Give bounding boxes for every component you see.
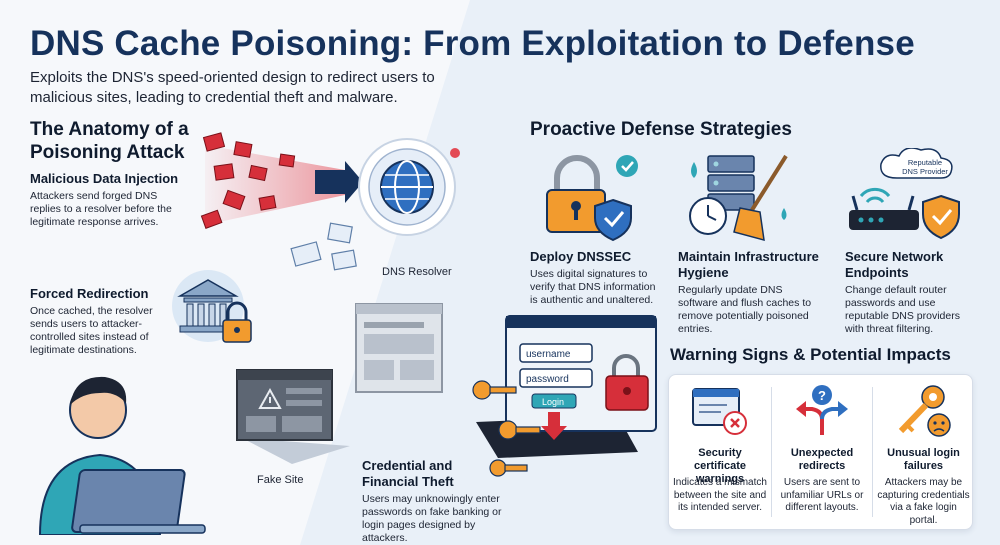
warning-redirects: ? Unexpected redirects Users are sent to… bbox=[772, 375, 872, 531]
injection-text: Attackers send forged DNS replies to a r… bbox=[30, 190, 172, 228]
certificate-warning-icon bbox=[692, 388, 747, 435]
redirects-text: Users are sent to unfamiliar URLs or dif… bbox=[780, 477, 864, 513]
endpoints-text: Change default router passwords and use … bbox=[845, 284, 960, 335]
svg-text:?: ? bbox=[818, 388, 826, 403]
fake-site-label: Fake Site bbox=[257, 474, 304, 486]
redirects-title: Unexpected redirects bbox=[790, 447, 854, 472]
user-laptop-illustration bbox=[38, 376, 206, 535]
dns-resolver-globe bbox=[358, 138, 460, 236]
warnings-heading: Warning Signs & Potential Impacts bbox=[670, 345, 951, 364]
bank-lock-icon bbox=[172, 270, 252, 343]
credential-title: Credential and Financial Theft bbox=[362, 458, 454, 489]
forged-packets-illustration bbox=[200, 132, 363, 229]
login-failures-title: Unusual login failures bbox=[887, 447, 960, 472]
warnings-card: Security certificate warnings Indicates … bbox=[668, 374, 973, 530]
dns-resolver-label: DNS Resolver bbox=[382, 266, 452, 278]
provider-cloud-line-2: DNS Provider bbox=[902, 167, 948, 176]
page-subtitle: Exploits the DNS's speed-oriented design… bbox=[30, 69, 435, 106]
dnssec-text: Uses digital signatures to verify that D… bbox=[530, 268, 656, 306]
webpage-screen bbox=[355, 303, 443, 393]
login-credential-illustration: username password Login bbox=[472, 315, 657, 477]
redirection-text: Once cached, the resolver sends users to… bbox=[30, 305, 153, 356]
server-clock-broom-icon bbox=[689, 154, 788, 242]
endpoints-title: Secure Network Endpoints bbox=[845, 249, 944, 280]
injection-title: Malicious Data Injection bbox=[30, 171, 179, 186]
warning-divider bbox=[771, 387, 772, 517]
provider-cloud-line-1: Reputable bbox=[908, 158, 942, 167]
password-field-text: password bbox=[526, 374, 569, 385]
key-sad-face-icon bbox=[898, 385, 951, 437]
dnssec-lock-shield-icon bbox=[546, 155, 638, 242]
hygiene-text: Regularly update DNS software and flush … bbox=[678, 284, 812, 335]
fake-site-screen bbox=[236, 369, 350, 464]
envelope-icons bbox=[290, 222, 357, 271]
defense-heading: Proactive Defense Strategies bbox=[530, 119, 792, 140]
warning-certificate: Security certificate warnings Indicates … bbox=[669, 375, 771, 531]
certificate-text: Indicates a mismatch between the site an… bbox=[673, 477, 767, 513]
credential-text: Users may unknowingly enter passwords on… bbox=[362, 493, 502, 544]
anatomy-heading: The Anatomy of a Poisoning Attack bbox=[30, 119, 189, 163]
redirection-title: Forced Redirection bbox=[30, 286, 149, 301]
router-cloud-shield-icon: Reputable DNS Provider bbox=[849, 148, 960, 240]
username-field-text: username bbox=[526, 349, 571, 360]
login-failures-text: Attackers may be capturing credentials v… bbox=[877, 477, 970, 526]
warning-divider bbox=[872, 387, 873, 517]
certificate-title: Security certificate warnings bbox=[694, 447, 746, 485]
warning-login-failures: Unusual login failures Attackers may be … bbox=[873, 375, 974, 531]
hygiene-title: Maintain Infrastructure Hygiene bbox=[678, 249, 819, 280]
dnssec-title: Deploy DNSSEC bbox=[530, 249, 632, 264]
login-button-text: Login bbox=[542, 397, 564, 407]
page-title: DNS Cache Poisoning: From Exploitation t… bbox=[30, 24, 915, 63]
redirect-arrows-icon: ? bbox=[796, 385, 848, 435]
